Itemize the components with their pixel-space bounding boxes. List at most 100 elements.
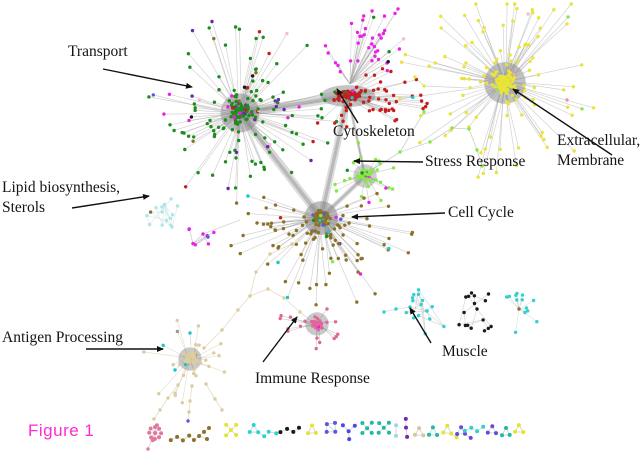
- network-node: [187, 227, 191, 232]
- network-node: [345, 125, 349, 129]
- network-node: [481, 318, 485, 322]
- network-node: [495, 57, 499, 61]
- network-node: [410, 296, 415, 300]
- network-node: [325, 307, 329, 311]
- network-node: [480, 164, 484, 168]
- network-node: [360, 171, 364, 175]
- network-node: [196, 324, 201, 328]
- network-node: [500, 433, 504, 438]
- network-node: [482, 329, 487, 333]
- network-node: [503, 80, 508, 85]
- network-node: [266, 80, 270, 85]
- network-node: [212, 351, 216, 355]
- network-node: [542, 137, 546, 142]
- network-node: [229, 243, 233, 248]
- network-node: [291, 429, 296, 434]
- network-node: [230, 106, 235, 110]
- network-node: [299, 252, 303, 257]
- network-node: [356, 141, 361, 145]
- network-node: [513, 330, 518, 334]
- network-node: [527, 68, 532, 73]
- network-node: [273, 99, 277, 103]
- network-node: [531, 11, 535, 15]
- network-node: [413, 432, 417, 437]
- network-node: [526, 309, 530, 313]
- network-node: [362, 196, 366, 200]
- network-node: [238, 102, 243, 106]
- network-node: [346, 429, 351, 434]
- network-node: [286, 116, 290, 120]
- network-node: [441, 430, 446, 435]
- network-node: [279, 313, 283, 318]
- network-node: [384, 186, 388, 190]
- network-node: [193, 106, 197, 110]
- network-node: [236, 308, 240, 312]
- network-node: [182, 351, 186, 355]
- network-node: [287, 232, 291, 236]
- network-node: [302, 215, 306, 219]
- network-node: [507, 101, 511, 106]
- network-node: [347, 437, 352, 442]
- network-node: [313, 430, 318, 435]
- network-node: [325, 211, 329, 216]
- network-node: [171, 363, 175, 367]
- network-node: [182, 131, 186, 135]
- network-node: [170, 213, 175, 217]
- network-node: [197, 343, 201, 347]
- network-node: [517, 307, 521, 311]
- network-node: [356, 253, 360, 257]
- network-node: [427, 64, 431, 68]
- network-node: [339, 217, 343, 221]
- network-node: [175, 318, 179, 323]
- network-node: [464, 110, 468, 115]
- network-node: [486, 326, 490, 331]
- network-node: [207, 364, 211, 369]
- network-node: [377, 33, 381, 37]
- network-node: [237, 107, 241, 111]
- network-node: [361, 100, 366, 104]
- network-node: [483, 147, 487, 151]
- network-node: [370, 36, 375, 40]
- network-node: [320, 247, 325, 251]
- network-node: [506, 73, 510, 78]
- network-node: [313, 236, 317, 240]
- network-node: [229, 103, 234, 108]
- network-node: [369, 420, 374, 425]
- network-node: [498, 49, 502, 53]
- network-node: [497, 76, 501, 81]
- network-node: [354, 85, 359, 89]
- network-node: [266, 287, 270, 291]
- network-node: [207, 426, 211, 430]
- network-node: [381, 31, 386, 36]
- network-node: [410, 230, 415, 235]
- network-node: [350, 89, 355, 93]
- network-node: [181, 373, 186, 377]
- network-node: [522, 89, 527, 93]
- network-node: [464, 295, 468, 299]
- network-node: [360, 431, 365, 435]
- network-node: [314, 323, 319, 328]
- network-node: [414, 77, 419, 82]
- arrows-layer: [71, 68, 613, 363]
- network-node: [314, 303, 318, 307]
- network-node: [250, 74, 255, 78]
- network-node: [243, 108, 248, 112]
- network-node: [204, 382, 208, 386]
- network-node: [516, 146, 521, 150]
- network-node: [223, 43, 228, 47]
- network-node: [397, 47, 402, 51]
- network-node: [151, 93, 155, 97]
- network-node: [342, 94, 346, 99]
- network-node: [255, 221, 259, 225]
- label-transport: Transport: [68, 43, 128, 60]
- network-node: [232, 88, 236, 93]
- network-node: [510, 93, 515, 98]
- network-node: [419, 302, 423, 307]
- network-node: [311, 218, 316, 223]
- network-node: [418, 141, 422, 145]
- network-node: [356, 270, 360, 274]
- network-node: [382, 310, 386, 314]
- network-node: [565, 22, 569, 26]
- network-node: [160, 205, 164, 209]
- network-node: [433, 61, 437, 65]
